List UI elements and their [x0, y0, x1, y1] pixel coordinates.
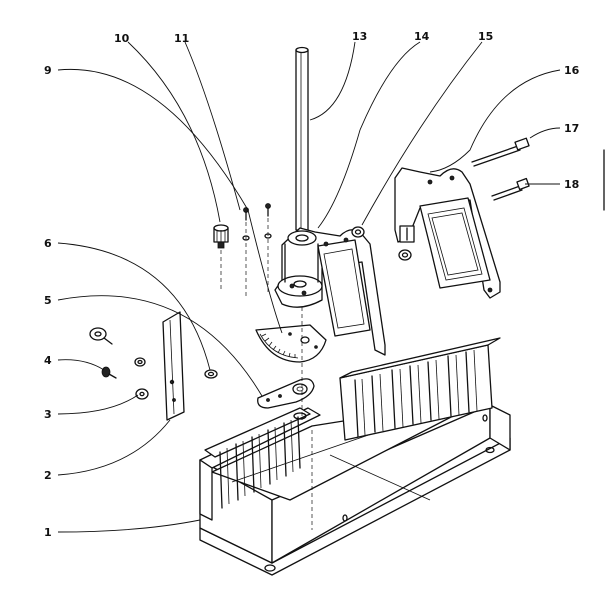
washer	[293, 412, 307, 420]
saw-guide-frame	[274, 227, 386, 356]
callout-18: 18	[564, 178, 579, 191]
right-wall-slots	[354, 349, 478, 438]
callout-17: 17	[564, 122, 579, 135]
guide-post	[295, 46, 309, 231]
callout-labels: 1 2 3 4 5 6 9 10 11 13 14 15 16 17 18	[44, 30, 580, 539]
thumb-screw	[89, 327, 113, 345]
miter-box-base	[199, 337, 511, 576]
callout-6: 6	[44, 237, 52, 250]
callout-14: 14	[414, 30, 430, 43]
callout-16: 16	[564, 64, 580, 77]
washer-small	[134, 357, 146, 367]
screw-4	[101, 366, 117, 379]
callout-3: 3	[44, 408, 52, 421]
nut-15	[351, 226, 365, 238]
callout-15: 15	[478, 30, 493, 43]
left-wall-slots	[204, 407, 311, 509]
callout-1: 1	[44, 526, 52, 539]
pivot-plate	[257, 378, 315, 409]
callout-5: 5	[44, 294, 52, 307]
angle-scale-plate	[255, 324, 327, 363]
callout-9: 9	[44, 64, 52, 77]
callout-13: 13	[352, 30, 367, 43]
rear-guide-frame	[394, 167, 501, 299]
lock-knob	[213, 224, 229, 249]
nut-rear	[398, 249, 412, 261]
callout-10: 10	[114, 32, 130, 45]
screw-18	[491, 177, 530, 201]
clamp-blade	[162, 311, 185, 421]
washer-3	[135, 388, 149, 400]
scale-ticks	[261, 333, 296, 358]
callout-4: 4	[44, 354, 52, 367]
callout-11: 11	[174, 32, 189, 45]
callout-2: 2	[44, 469, 52, 482]
washer-6	[204, 369, 218, 379]
leader-lines	[57, 41, 561, 533]
screw-17	[471, 137, 530, 167]
